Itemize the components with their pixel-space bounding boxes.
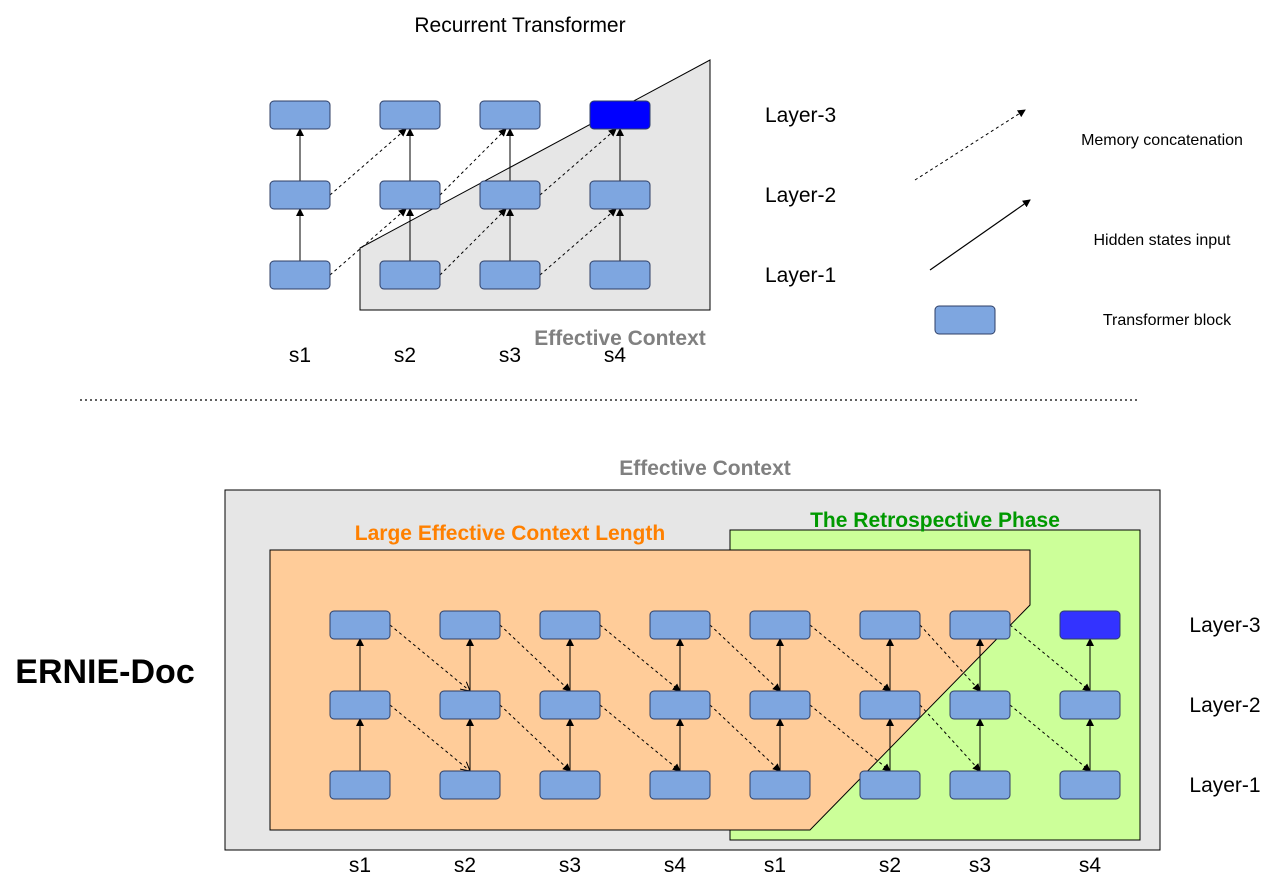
bottom-layer-2-label: Layer-2	[1189, 694, 1260, 717]
bottom-block-l1-c1	[329, 770, 391, 800]
bottom-segment-s3-b: s3	[969, 854, 991, 877]
legend: Memory concatenation Hidden states input…	[914, 109, 1243, 335]
top-blocks	[269, 100, 651, 290]
bottom-memory-arrow	[389, 624, 470, 691]
bottom-memory-arrow	[709, 704, 781, 772]
bottom-memory-arrow	[1009, 704, 1091, 772]
legend-hidden-arrow	[929, 199, 1031, 271]
top-block-l3-c3	[479, 100, 541, 130]
top-segment-s3: s3	[499, 344, 521, 367]
top-block-l2-c1	[269, 180, 331, 210]
top-block-l3-c1	[269, 100, 331, 130]
top-segment-s2: s2	[394, 344, 416, 367]
bottom-memory-arrow	[919, 704, 981, 772]
bottom-block-l3-c8	[1059, 610, 1121, 640]
top-layer-2-label: Layer-2	[765, 184, 836, 207]
top-memory-arrow	[539, 208, 617, 276]
bottom-layer-1-label: Layer-1	[1189, 774, 1260, 797]
top-layer-3-label: Layer-3	[765, 104, 836, 127]
bottom-block-l1-c7	[949, 770, 1011, 800]
top-block-l2-c2	[379, 180, 441, 210]
bottom-diagram: Effective Context Large Effective Contex…	[15, 457, 1260, 877]
bottom-arrows	[356, 624, 1116, 792]
top-layer-1-label: Layer-1	[765, 264, 836, 287]
bottom-block-l2-c3	[539, 690, 601, 720]
top-memory-arrow	[539, 128, 617, 196]
bottom-segment-s1-a: s1	[349, 854, 371, 877]
bottom-block-l3-c1	[329, 610, 391, 640]
ernie-doc-title: ERNIE-Doc	[15, 653, 194, 691]
bottom-memory-arrow	[809, 704, 891, 772]
top-title: Recurrent Transformer	[414, 14, 625, 37]
bottom-block-l1-c2	[439, 770, 501, 800]
legend-block-swatch	[934, 305, 996, 335]
bottom-block-l3-c4	[649, 610, 711, 640]
legend-block-label: Transformer block	[1103, 312, 1232, 329]
bottom-memory-arrow	[919, 624, 981, 692]
top-block-l1-c2	[379, 260, 441, 290]
bottom-block-l1-c8	[1059, 770, 1121, 800]
top-block-l3-c2	[379, 100, 441, 130]
bottom-memory-arrow	[709, 624, 781, 692]
large-context-label: Large Effective Context Length	[355, 522, 665, 545]
top-diagram: Recurrent Transformer Layer-3 Layer-2 La…	[269, 14, 836, 367]
bottom-memory-arrow	[389, 704, 470, 771]
bottom-effective-context-label: Effective Context	[619, 457, 791, 480]
bottom-block-l1-c3	[539, 770, 601, 800]
bottom-block-l2-c8	[1059, 690, 1121, 720]
bottom-segment-s4-b: s4	[1079, 854, 1102, 877]
bottom-block-l2-c1	[329, 690, 391, 720]
bottom-blocks	[329, 610, 1121, 800]
bottom-segment-s1-b: s1	[764, 854, 786, 877]
bottom-block-l3-c2	[439, 610, 501, 640]
bottom-segment-s3-a: s3	[559, 854, 581, 877]
legend-hidden-label: Hidden states input	[1094, 232, 1232, 249]
bottom-memory-arrow	[1009, 624, 1091, 692]
top-block-l1-c1	[269, 260, 331, 290]
bottom-memory-arrow	[599, 704, 681, 772]
top-segment-s1: s1	[289, 344, 311, 367]
legend-memory-arrow	[914, 109, 1026, 181]
bottom-segment-s2-a: s2	[454, 854, 476, 877]
top-memory-arrow	[329, 128, 407, 196]
top-block-l2-c4	[589, 180, 651, 210]
bottom-memory-arrow	[809, 624, 891, 692]
bottom-block-l2-c6	[859, 690, 921, 720]
bottom-block-l1-c6	[859, 770, 921, 800]
top-effective-context-label: Effective Context	[534, 327, 706, 350]
bottom-memory-arrow	[499, 704, 571, 772]
top-segment-s4: s4	[604, 344, 627, 367]
retrospective-phase-label: The Retrospective Phase	[810, 509, 1060, 532]
bottom-block-l2-c2	[439, 690, 501, 720]
top-block-l1-c3	[479, 260, 541, 290]
bottom-block-l2-c4	[649, 690, 711, 720]
bottom-memory-arrow	[499, 624, 571, 692]
bottom-segment-s4-a: s4	[664, 854, 687, 877]
bottom-block-l2-c5	[749, 690, 811, 720]
top-block-l3-c4	[589, 100, 651, 130]
top-block-l2-c3	[479, 180, 541, 210]
top-block-l1-c4	[589, 260, 651, 290]
bottom-layer-3-label: Layer-3	[1189, 614, 1260, 637]
bottom-block-l3-c5	[749, 610, 811, 640]
bottom-block-l3-c7	[949, 610, 1011, 640]
bottom-block-l3-c3	[539, 610, 601, 640]
top-memory-arrow	[329, 208, 407, 276]
bottom-block-l2-c7	[949, 690, 1011, 720]
bottom-block-l1-c5	[749, 770, 811, 800]
bottom-memory-arrow	[599, 624, 681, 692]
bottom-block-l3-c6	[859, 610, 921, 640]
bottom-block-l1-c4	[649, 770, 711, 800]
legend-memory-label: Memory concatenation	[1081, 132, 1243, 149]
bottom-segment-s2-b: s2	[879, 854, 901, 877]
